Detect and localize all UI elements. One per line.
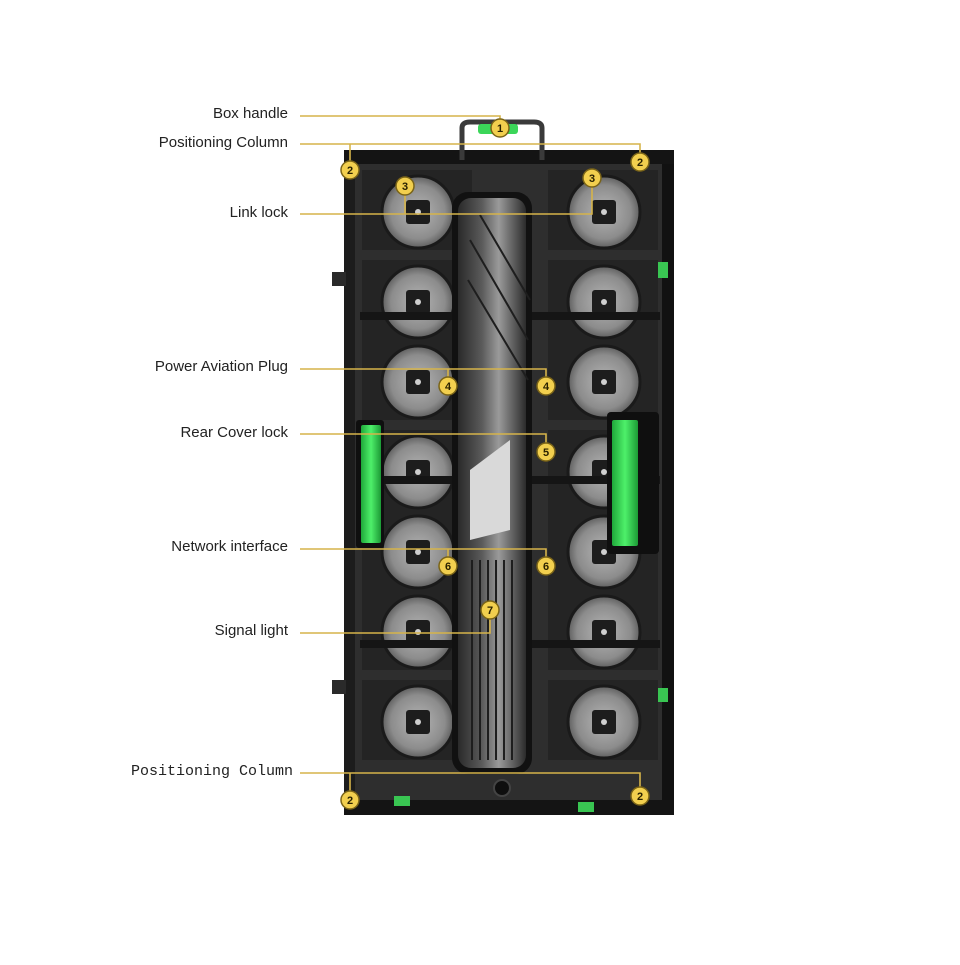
side-tabs [332, 262, 668, 702]
callout-label-rear-cover-lock: Rear Cover lock [180, 424, 288, 441]
callout-number: 5 [543, 447, 549, 459]
callout-marker: 5 [536, 442, 556, 462]
central-power-box [452, 192, 532, 774]
rear-cover-lock-left [356, 420, 384, 548]
led-module [548, 170, 658, 250]
callout-marker: 2 [630, 152, 650, 172]
callout-marker: 3 [395, 176, 415, 196]
callout-marker: 7 [480, 600, 500, 620]
callout-label-link-lock: Link lock [229, 204, 288, 221]
callout-number: 7 [487, 605, 493, 617]
led-module [548, 260, 658, 340]
callout-number: 2 [347, 165, 353, 177]
callout-number: 6 [445, 561, 451, 573]
callout-marker: 2 [340, 160, 360, 180]
callout-marker: 4 [536, 376, 556, 396]
callout-number: 3 [589, 173, 595, 185]
callout-label-network-interface: Network interface [171, 538, 288, 555]
callout-label-signal-light: Signal light [214, 622, 288, 639]
callout-marker: 2 [340, 790, 360, 810]
callout-label-power-aviation-plug: Power Aviation Plug [154, 358, 288, 375]
callout-number: 6 [543, 561, 549, 573]
callout-number: 2 [637, 791, 643, 803]
callout-number: 4 [445, 381, 452, 393]
callout-number: 3 [402, 181, 408, 193]
callout-number: 2 [637, 157, 643, 169]
bottom-fittings [394, 779, 594, 812]
led-module [548, 340, 658, 420]
callout-label-box-handle: Box handle [212, 105, 288, 122]
rear-cover-lock-right [607, 412, 659, 554]
callout-number: 4 [543, 381, 550, 393]
callout-marker: 6 [438, 556, 458, 576]
callout-marker: 6 [536, 556, 556, 576]
callout-number: 2 [347, 795, 353, 807]
callout-marker: 4 [438, 376, 458, 396]
callout-marker: 2 [630, 786, 650, 806]
callout-label-positioning-column-top: Positioning Column [158, 134, 288, 151]
callout-label-positioning-column-bottom: Positioning Column [130, 763, 293, 780]
led-module [548, 590, 658, 670]
callout-marker: 1 [490, 118, 510, 138]
leader-line [300, 180, 593, 215]
callout-markers: 1 2 2 3 3 4 4 5 6 6 7 2 2 [340, 118, 650, 810]
led-module [548, 680, 658, 760]
callout-number: 1 [497, 123, 503, 135]
callout-marker: 3 [582, 168, 602, 188]
